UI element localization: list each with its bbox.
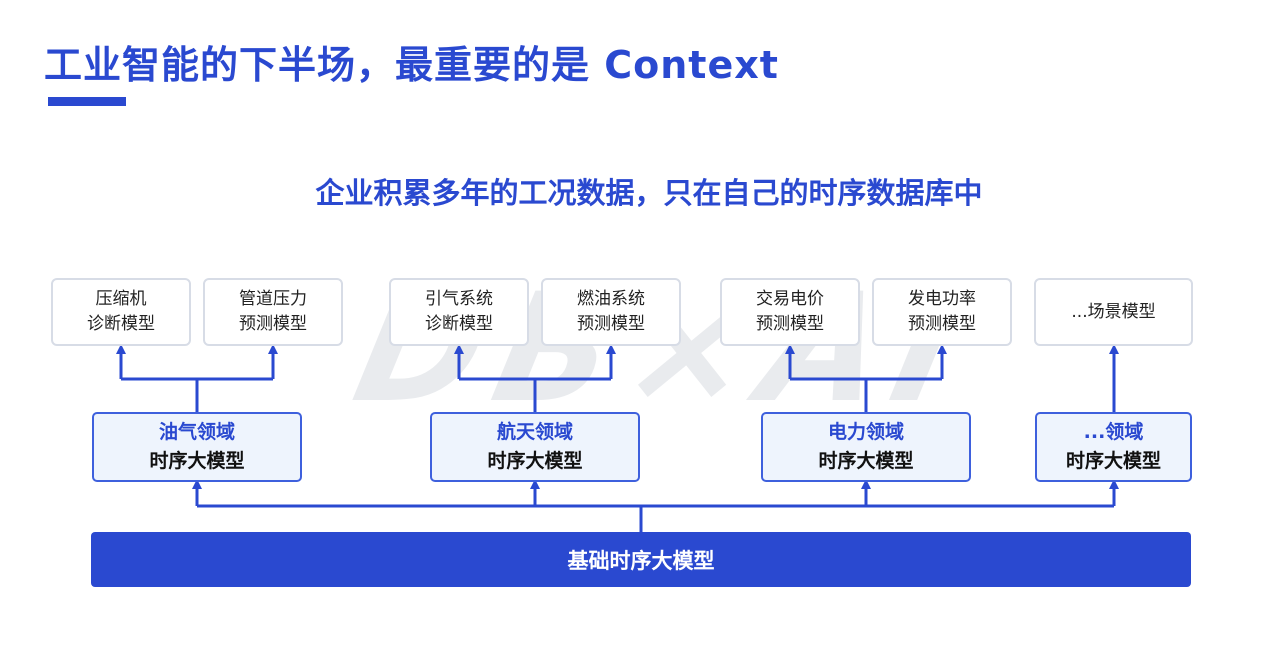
scene-more-models: ...场景模型 <box>1034 278 1193 346</box>
slide-subtitle: 企业积累多年的工况数据，只在自己的时序数据库中 <box>315 176 983 210</box>
scene-label: 管道压力 <box>239 289 307 309</box>
scene-electricity-price: 交易电价 预测模型 <box>720 278 860 346</box>
domain-name: 油气领域 <box>158 421 235 443</box>
domain-more: ...领域 时序大模型 <box>1035 412 1192 482</box>
scene-label: 发电功率 <box>908 289 976 309</box>
scene-label: 预测模型 <box>756 314 824 334</box>
scene-label: 诊断模型 <box>87 314 155 334</box>
domain-name: ...领域 <box>1083 421 1144 443</box>
scene-label: 预测模型 <box>908 314 976 334</box>
scene-label: 燃油系统 <box>577 289 645 309</box>
scene-label: 诊断模型 <box>425 314 493 334</box>
domain-model-label: 时序大模型 <box>149 450 245 472</box>
scene-compressor-diagnosis: 压缩机 诊断模型 <box>51 278 191 346</box>
domain-model-label: 时序大模型 <box>487 450 583 472</box>
scene-label: 引气系统 <box>425 289 493 309</box>
domain-aerospace: 航天领域 时序大模型 <box>430 412 640 482</box>
domain-name: 电力领域 <box>827 421 904 443</box>
scene-fuel-system: 燃油系统 预测模型 <box>541 278 681 346</box>
scene-label: 预测模型 <box>239 314 307 334</box>
scene-label: 交易电价 <box>756 289 824 309</box>
title-underline <box>48 97 126 106</box>
scene-pipeline-pressure: 管道压力 预测模型 <box>203 278 343 346</box>
domain-model-label: 时序大模型 <box>818 450 914 472</box>
scene-label: 预测模型 <box>577 314 645 334</box>
base-model-bar: 基础时序大模型 <box>91 532 1191 587</box>
domain-name: 航天领域 <box>496 421 573 443</box>
base-model-label: 基础时序大模型 <box>567 548 715 573</box>
domain-oil-gas: 油气领域 时序大模型 <box>92 412 302 482</box>
scene-bleed-system: 引气系统 诊断模型 <box>389 278 529 346</box>
domain-model-label: 时序大模型 <box>1065 450 1161 472</box>
slide-title: 工业智能的下半场，最重要的是 Context <box>44 43 779 87</box>
scene-label: ...场景模型 <box>1071 301 1156 322</box>
scene-generation-power: 发电功率 预测模型 <box>872 278 1012 346</box>
domain-power: 电力领域 时序大模型 <box>761 412 971 482</box>
scene-label: 压缩机 <box>95 289 147 309</box>
